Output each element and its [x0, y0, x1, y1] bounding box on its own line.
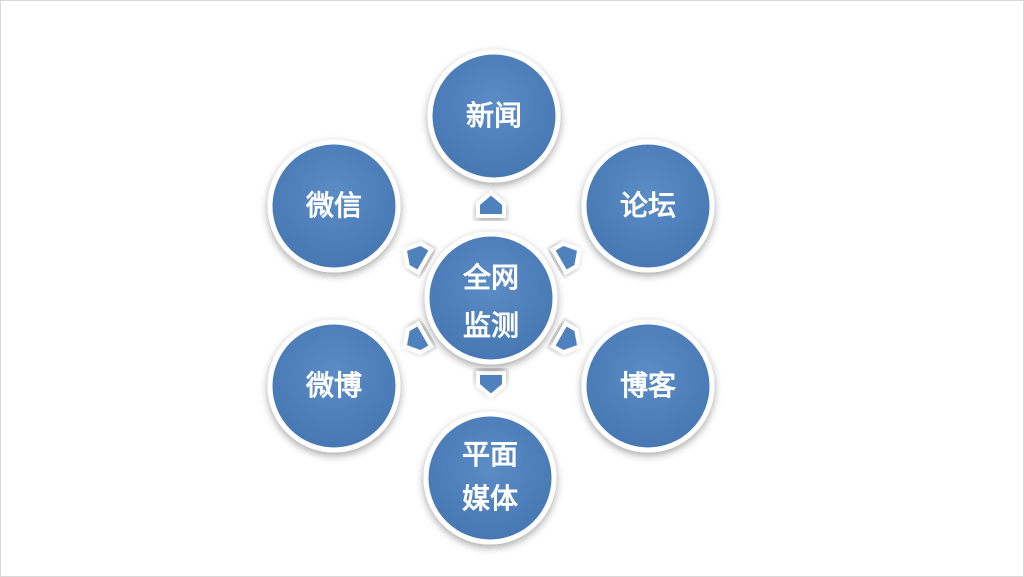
node-forum: 论坛	[581, 139, 715, 273]
arrow-to-wechat	[402, 241, 434, 275]
center-node: 全网 监测	[424, 231, 558, 365]
node-news-label: 新闻	[466, 99, 522, 132]
node-blog-label: 博客	[620, 369, 677, 402]
node-blog: 博客	[581, 319, 715, 453]
node-wechat: 微信	[267, 139, 401, 273]
arrow-to-weibo	[402, 321, 434, 355]
node-print-media: 平面 媒体	[423, 411, 557, 545]
center-label-line2: 监测	[463, 309, 519, 342]
node-weibo-label: 微博	[305, 369, 362, 402]
node-weibo: 微博	[267, 319, 401, 453]
node-news: 新闻	[427, 49, 561, 183]
node-print-media-label-line2: 媒体	[462, 482, 519, 515]
node-print-media-label-line1: 平面	[462, 438, 518, 471]
node-wechat-label: 微信	[305, 189, 362, 222]
node-forum-label: 论坛	[620, 189, 676, 222]
arrow-to-print-media	[476, 371, 506, 399]
center-label-line1: 全网	[462, 261, 519, 294]
arrow-to-forum	[550, 241, 582, 275]
arrow-to-blog	[550, 321, 582, 355]
arrows	[402, 190, 582, 399]
arrow-to-news	[476, 190, 506, 218]
